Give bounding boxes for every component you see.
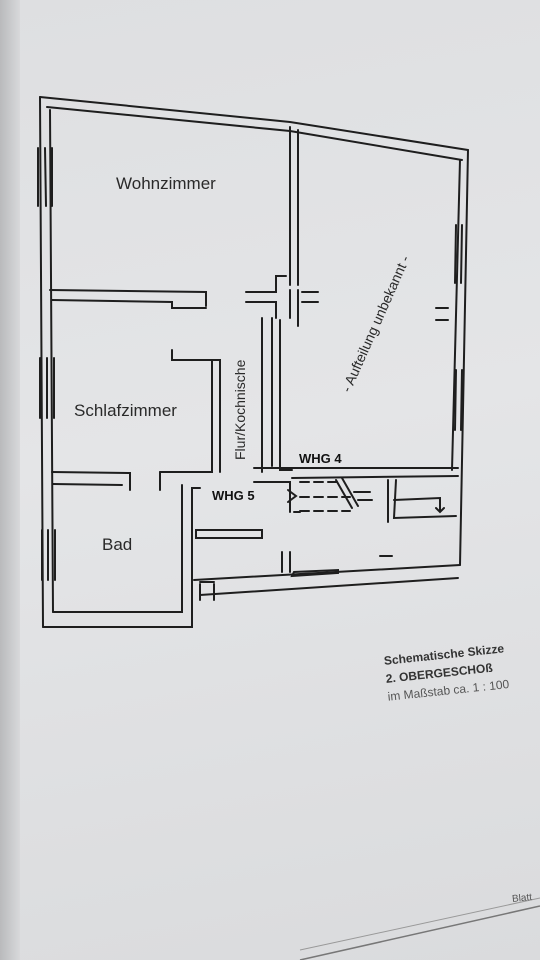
page-edge — [0, 0, 20, 960]
unit-label-whg5: WHG 5 — [212, 488, 255, 503]
room-label-schlafzimmer: Schlafzimmer — [74, 401, 177, 420]
room-label-wohnzimmer: Wohnzimmer — [116, 174, 216, 193]
outer-wall-bottom — [42, 617, 193, 628]
wall-schlaf-bad — [51, 471, 131, 491]
sheet-number-label: Blatt — [511, 891, 533, 906]
outer-wall-right — [459, 149, 469, 566]
unit-label-whg4: WHG 4 — [299, 451, 342, 466]
wall-wohn-schlaf — [49, 289, 207, 307]
outer-wall-top-left — [39, 96, 469, 151]
room-label-bad: Bad — [102, 535, 133, 554]
